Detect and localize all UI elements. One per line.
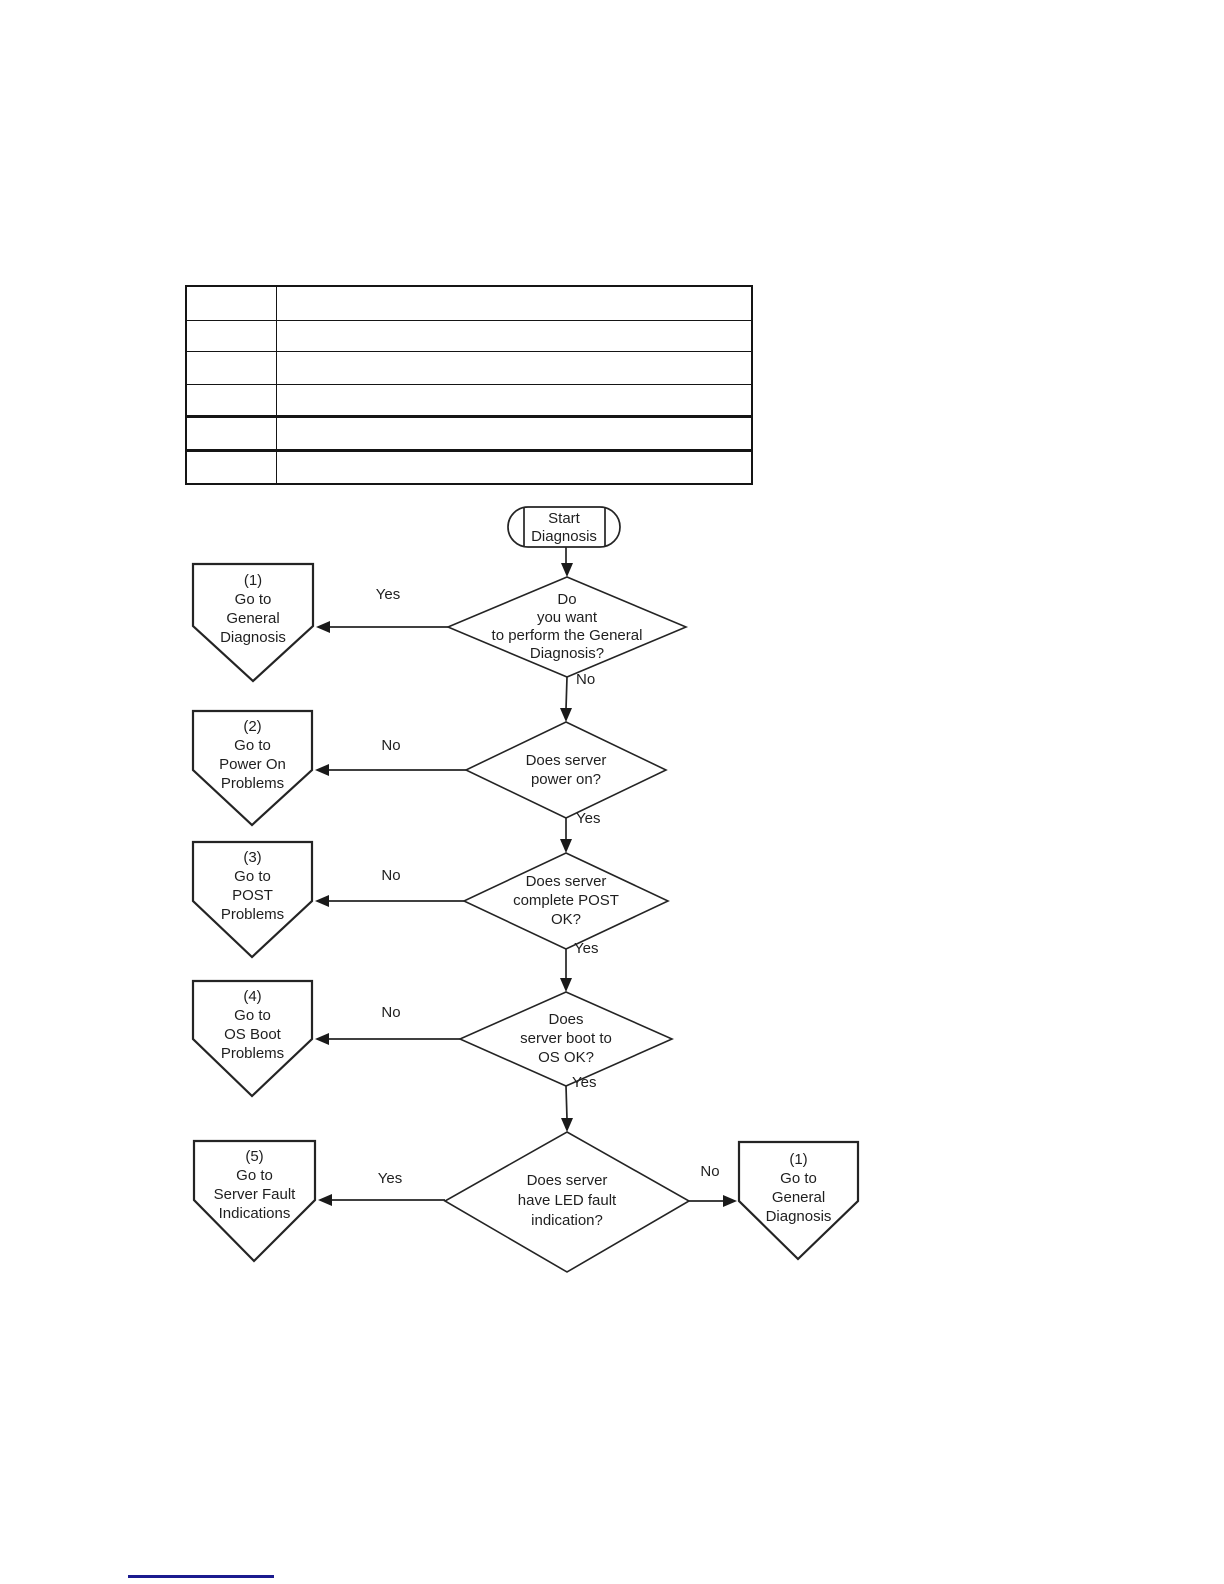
offpage-label-p5: (5) Go to Server Fault Indications: [213, 1148, 296, 1222]
table-row: [187, 384, 751, 415]
table-row: [187, 351, 751, 384]
table-row: [187, 449, 751, 483]
offpage-label-p1: (1) Go to General Diagnosis: [220, 572, 286, 646]
arrowhead-into-p6: [723, 1195, 737, 1207]
arrowhead-into-p1: [316, 621, 330, 633]
arrowhead-d4-to-d5: [561, 1118, 573, 1132]
arrowhead-d1-to-d2: [560, 708, 572, 722]
offpage-post-problems: [191, 840, 314, 959]
offpage-label-p2: (2) Go to Power On Problems: [219, 718, 286, 792]
offpage-power-on-problems: [191, 709, 314, 827]
footer-link-underline: [128, 1575, 274, 1578]
table-cell: [187, 452, 277, 483]
offpage-os-boot-problems: [191, 979, 314, 1098]
branch-label-yes: Yes: [377, 1170, 403, 1187]
decision-complete-post: [462, 852, 670, 950]
arrowhead-into-p2: [315, 764, 329, 776]
offpage-label-p6: (1) Go to General Diagnosis: [765, 1151, 832, 1225]
start-terminator-shape: [507, 506, 621, 548]
arrowhead-start-to-d1: [561, 563, 573, 577]
table-row: [187, 415, 751, 449]
decision-server-power-on: [464, 721, 668, 819]
start-node-label: Start Diagnosis: [531, 510, 597, 545]
table-cell: [187, 321, 277, 351]
decision-general-diagnosis: [445, 576, 689, 678]
connector-d1-to-d2: [565, 676, 568, 710]
decision-label-d1: Do you want to perform the General Diagn…: [491, 591, 643, 662]
offpage-server-fault-indications: [192, 1139, 317, 1263]
branch-label-no: No: [700, 1163, 720, 1180]
arrowhead-into-p4: [315, 1033, 329, 1045]
offpage-general-diagnosis-2: [737, 1140, 860, 1261]
branch-label-yes: Yes: [572, 1074, 597, 1091]
branch-label-no: No: [381, 737, 401, 754]
offpage-label-p3: (3) Go to POST Problems: [220, 849, 285, 923]
table-cell: [187, 287, 277, 320]
branch-label-yes: Yes: [375, 586, 401, 603]
decision-label-d4: Does server boot to OS OK?: [520, 1011, 612, 1066]
branch-label-yes: Yes: [576, 810, 601, 827]
offpage-general-diagnosis-1: [191, 562, 315, 683]
decision-label-d3: Does server complete POST OK?: [513, 873, 619, 928]
table-row: [187, 287, 751, 320]
reference-table: [185, 285, 753, 485]
table-cell: [187, 385, 277, 415]
branch-label-yes: Yes: [574, 940, 599, 957]
arrowhead-d2-to-d3: [560, 839, 572, 853]
branch-label-no: No: [381, 1004, 401, 1021]
branch-label-no: No: [576, 671, 596, 688]
table-cell: [187, 418, 277, 449]
table-row: [187, 320, 751, 351]
arrowhead-into-p3: [315, 895, 329, 907]
branch-label-no: No: [381, 867, 401, 884]
offpage-label-p4: (4) Go to OS Boot Problems: [220, 988, 285, 1062]
connector-d4-to-d5: [565, 1085, 568, 1120]
decision-boot-to-os: [458, 991, 674, 1087]
arrowhead-into-p5: [318, 1194, 332, 1206]
arrowhead-d3-to-d4: [560, 978, 572, 992]
decision-led-fault: [443, 1131, 691, 1273]
decision-label-d5: Does server have LED fault indication?: [517, 1172, 617, 1229]
decision-label-d2: Does server power on?: [525, 752, 607, 788]
table-cell: [187, 352, 277, 384]
